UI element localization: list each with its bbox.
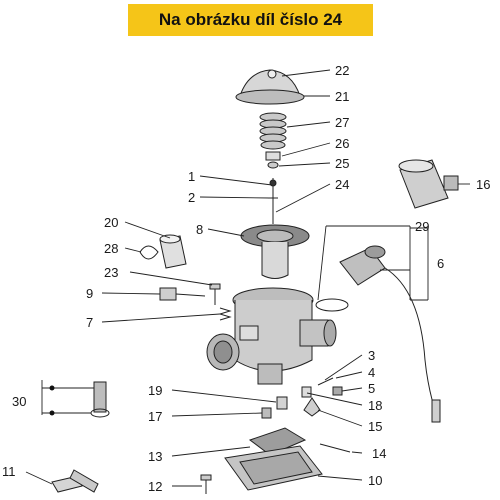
callout-15: 15 (368, 419, 382, 434)
adjusting-screw (209, 283, 221, 305)
callout-7: 7 (86, 315, 93, 330)
screw-spring (218, 307, 232, 321)
float-bowl (224, 445, 323, 491)
drain-screw (200, 474, 212, 494)
callout-labels: 22 21 27 26 25 1 2 24 8 20 28 16 23 9 7 … (2, 63, 490, 494)
float-needle (303, 397, 321, 417)
callout-17: 17 (148, 409, 162, 424)
needle-holder (265, 151, 281, 169)
float (248, 427, 307, 456)
vacuum-diaphragm (240, 224, 310, 279)
carburetor-body (206, 287, 337, 385)
callout-28: 28 (104, 241, 118, 256)
callout-6: 6 (437, 256, 444, 271)
callout-13: 13 (148, 449, 162, 464)
air-screw (301, 377, 343, 398)
callout-27: 27 (335, 115, 349, 130)
callout-22: 22 (335, 63, 349, 78)
callout-18: 18 (368, 398, 382, 413)
spring (259, 112, 287, 150)
callout-26: 26 (335, 136, 349, 151)
callout-3: 3 (368, 348, 375, 363)
callout-12: 12 (148, 479, 162, 494)
callout-30: 30 (12, 394, 26, 409)
callout-10: 10 (368, 473, 382, 488)
callout-25: 25 (335, 156, 349, 171)
idle-screw (159, 287, 206, 301)
callout-19: 19 (148, 383, 162, 398)
cover-sleeve (398, 159, 459, 209)
callout-14: 14 (372, 446, 386, 461)
callout-29: 29 (415, 219, 429, 234)
callout-8: 8 (196, 222, 203, 237)
highlighted-part-banner: Na obrázku díl číslo 24 (128, 4, 373, 36)
auto-choke (339, 245, 441, 423)
callout-9: 9 (86, 286, 93, 301)
callout-1: 1 (188, 169, 195, 184)
callout-23: 23 (104, 265, 118, 280)
callout-20: 20 (104, 215, 118, 230)
callout-24: 24 (335, 177, 349, 192)
leader-lines (25, 69, 470, 487)
callout-21: 21 (335, 89, 349, 104)
main-jet (276, 396, 288, 410)
callout-16: 16 (476, 177, 490, 192)
o-ring (315, 298, 349, 312)
callout-5: 5 (368, 381, 375, 396)
choke-sleeve (159, 234, 187, 269)
carburetor-cap (235, 69, 305, 105)
hose-fitting (51, 469, 99, 493)
callout-4: 4 (368, 365, 375, 380)
callout-2: 2 (188, 190, 195, 205)
banner-text: Na obrázku díl číslo 24 (158, 10, 343, 29)
float-pin (319, 443, 351, 453)
clamp (139, 245, 159, 260)
callout-11: 11 (2, 464, 16, 479)
pilot-jet (261, 407, 272, 419)
gasket-kit (90, 381, 110, 418)
